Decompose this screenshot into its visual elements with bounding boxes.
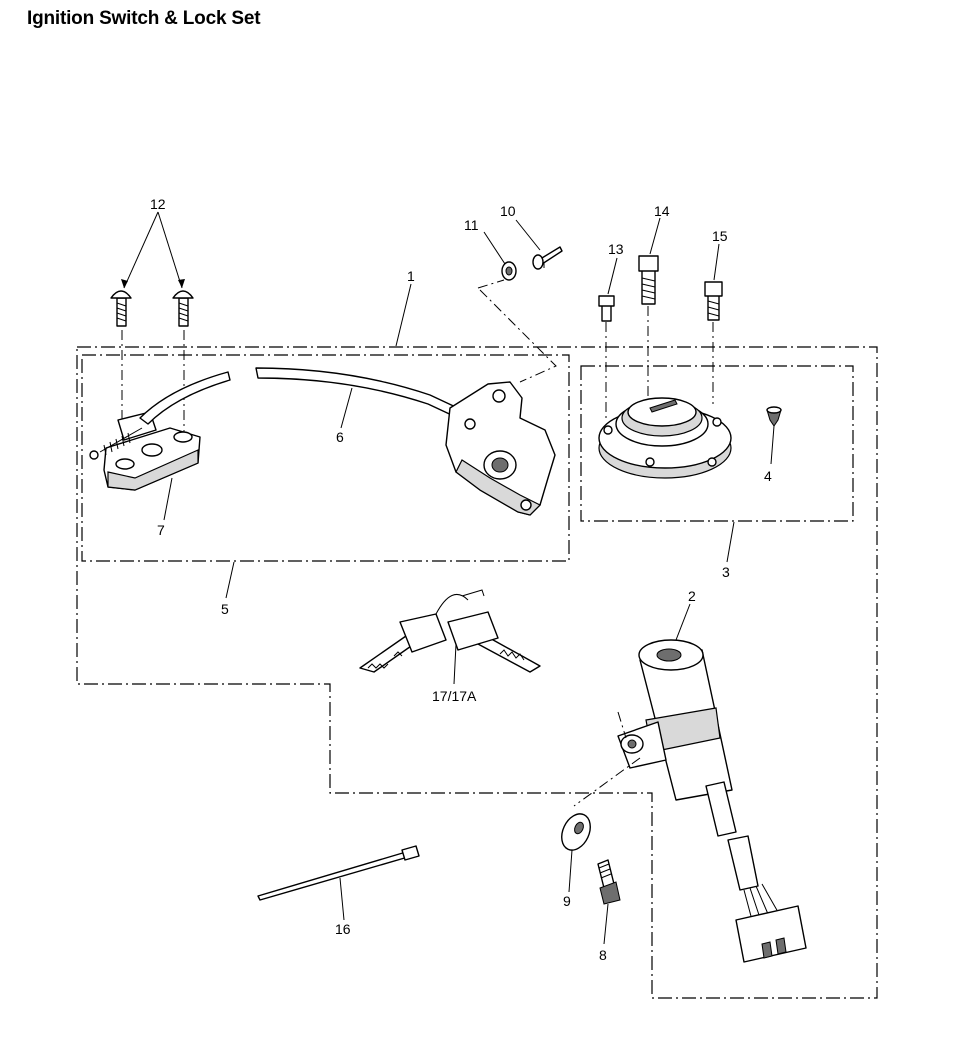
plug-4	[766, 406, 782, 427]
bolt-8	[597, 859, 621, 905]
screw-12-left	[110, 290, 132, 420]
callout-3: 3	[722, 564, 730, 580]
group-boundary-set-5	[81, 354, 570, 562]
callout-14: 14	[654, 203, 670, 219]
callout-15: 15	[712, 228, 728, 244]
callout-16: 16	[335, 921, 351, 937]
washer-9	[561, 813, 591, 851]
screw-13	[598, 295, 615, 418]
switch-base-7	[89, 411, 201, 491]
group-boundary-set-1	[76, 346, 878, 999]
callout-2: 2	[688, 588, 696, 604]
keys-17	[359, 589, 541, 673]
cable-6	[139, 367, 463, 425]
callout-17-17a: 17/17A	[432, 688, 477, 704]
screw-12-right	[172, 290, 194, 432]
callout-10: 10	[500, 203, 516, 219]
callout-9: 9	[563, 893, 571, 909]
callout-11: 11	[464, 217, 479, 233]
fuel-cap-3	[598, 397, 732, 479]
callout-12: 12	[150, 196, 166, 212]
rivet-10	[532, 246, 563, 270]
ignition-lock-2	[617, 639, 807, 963]
callout-1: 1	[407, 268, 415, 284]
cable-tie-16	[257, 845, 420, 901]
group-boundary-set-3	[580, 365, 854, 522]
callout-13: 13	[608, 241, 624, 257]
callout-6: 6	[336, 429, 344, 445]
callout-5: 5	[221, 601, 229, 617]
diagram-title: Ignition Switch & Lock Set	[27, 8, 261, 29]
callout-7: 7	[157, 522, 165, 538]
callout-4: 4	[764, 468, 772, 484]
callout-8: 8	[599, 947, 607, 963]
lock-housing-cable-end	[445, 381, 556, 516]
washer-11	[501, 261, 517, 281]
screw-14	[638, 255, 659, 440]
screw-15	[704, 281, 723, 404]
leader-lines	[121, 211, 775, 945]
